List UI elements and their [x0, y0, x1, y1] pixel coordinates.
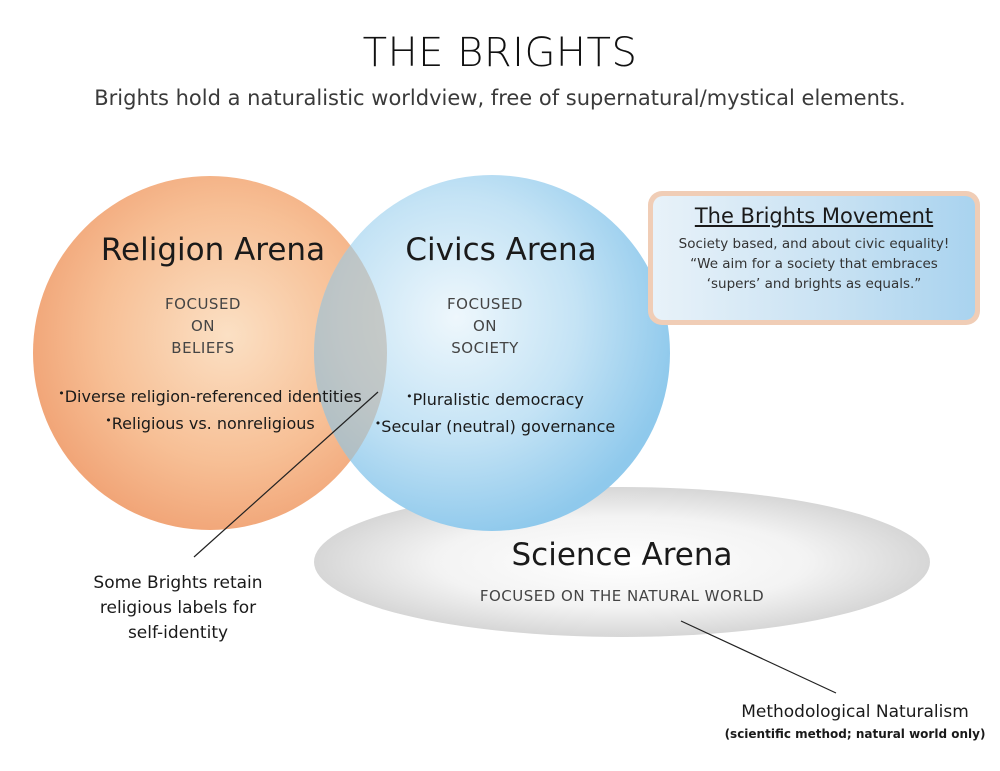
bullet-item: •Religious vs. nonreligious — [105, 414, 315, 433]
science-focus: FOCUSED ON THE NATURAL WORLD — [479, 587, 765, 605]
bullet-item: •Diverse religion-referenced identities — [58, 387, 362, 406]
methodology-connector — [680, 620, 837, 694]
religion-focus-line: ON — [190, 317, 216, 335]
civics-focus-line: ON — [472, 317, 498, 335]
methodology-subtitle: (scientific method; natural world only) — [724, 727, 986, 741]
religion-focus-line: FOCUSED — [165, 295, 241, 313]
movement-line: ‘supers’ and brights as equals.” — [706, 276, 922, 292]
science-arena-title: Science Arena — [511, 537, 733, 573]
movement-line: Society based, and about civic equality! — [678, 236, 950, 252]
religion-bullets: •Diverse religion-referenced identities … — [40, 382, 380, 436]
movement-line: “We aim for a society that embraces — [690, 256, 938, 272]
civics-bullets: •Pluralistic democracy •Secular (neutral… — [345, 385, 645, 439]
self-identity-connector — [193, 391, 379, 558]
page-subtitle: Brights hold a naturalistic worldview, f… — [94, 86, 906, 110]
civics-arena-title: Civics Arena — [405, 232, 597, 268]
bullet-item: •Pluralistic democracy — [406, 390, 584, 409]
callout-line: self-identity — [127, 623, 229, 643]
civics-focus-line: FOCUSED — [447, 295, 523, 313]
brights-movement-text: Society based, and about civic equality!… — [653, 234, 975, 294]
callout-line: religious labels for — [99, 598, 257, 618]
brights-movement-box: The Brights Movement Society based, and … — [648, 191, 980, 325]
brights-movement-panel: The Brights Movement Society based, and … — [653, 196, 975, 320]
civics-arena-circle — [314, 175, 670, 531]
self-identity-callout: Some Brights retain religious labels for… — [68, 571, 288, 646]
religion-focus-line: BELIEFS — [171, 339, 235, 357]
religion-focus: FOCUSED ON BELIEFS — [103, 293, 303, 359]
callout-line: Some Brights retain — [93, 573, 263, 593]
bullet-item: •Secular (neutral) governance — [374, 417, 616, 436]
religion-arena-circle — [33, 176, 387, 530]
civics-focus: FOCUSED ON SOCIETY — [385, 293, 585, 359]
civics-focus-line: SOCIETY — [451, 339, 519, 357]
page-title: THE BRIGHTS — [362, 30, 638, 76]
religion-arena-title: Religion Arena — [100, 232, 326, 268]
brights-movement-title: The Brights Movement — [694, 204, 934, 228]
methodology-title: Methodological Naturalism — [741, 702, 969, 722]
